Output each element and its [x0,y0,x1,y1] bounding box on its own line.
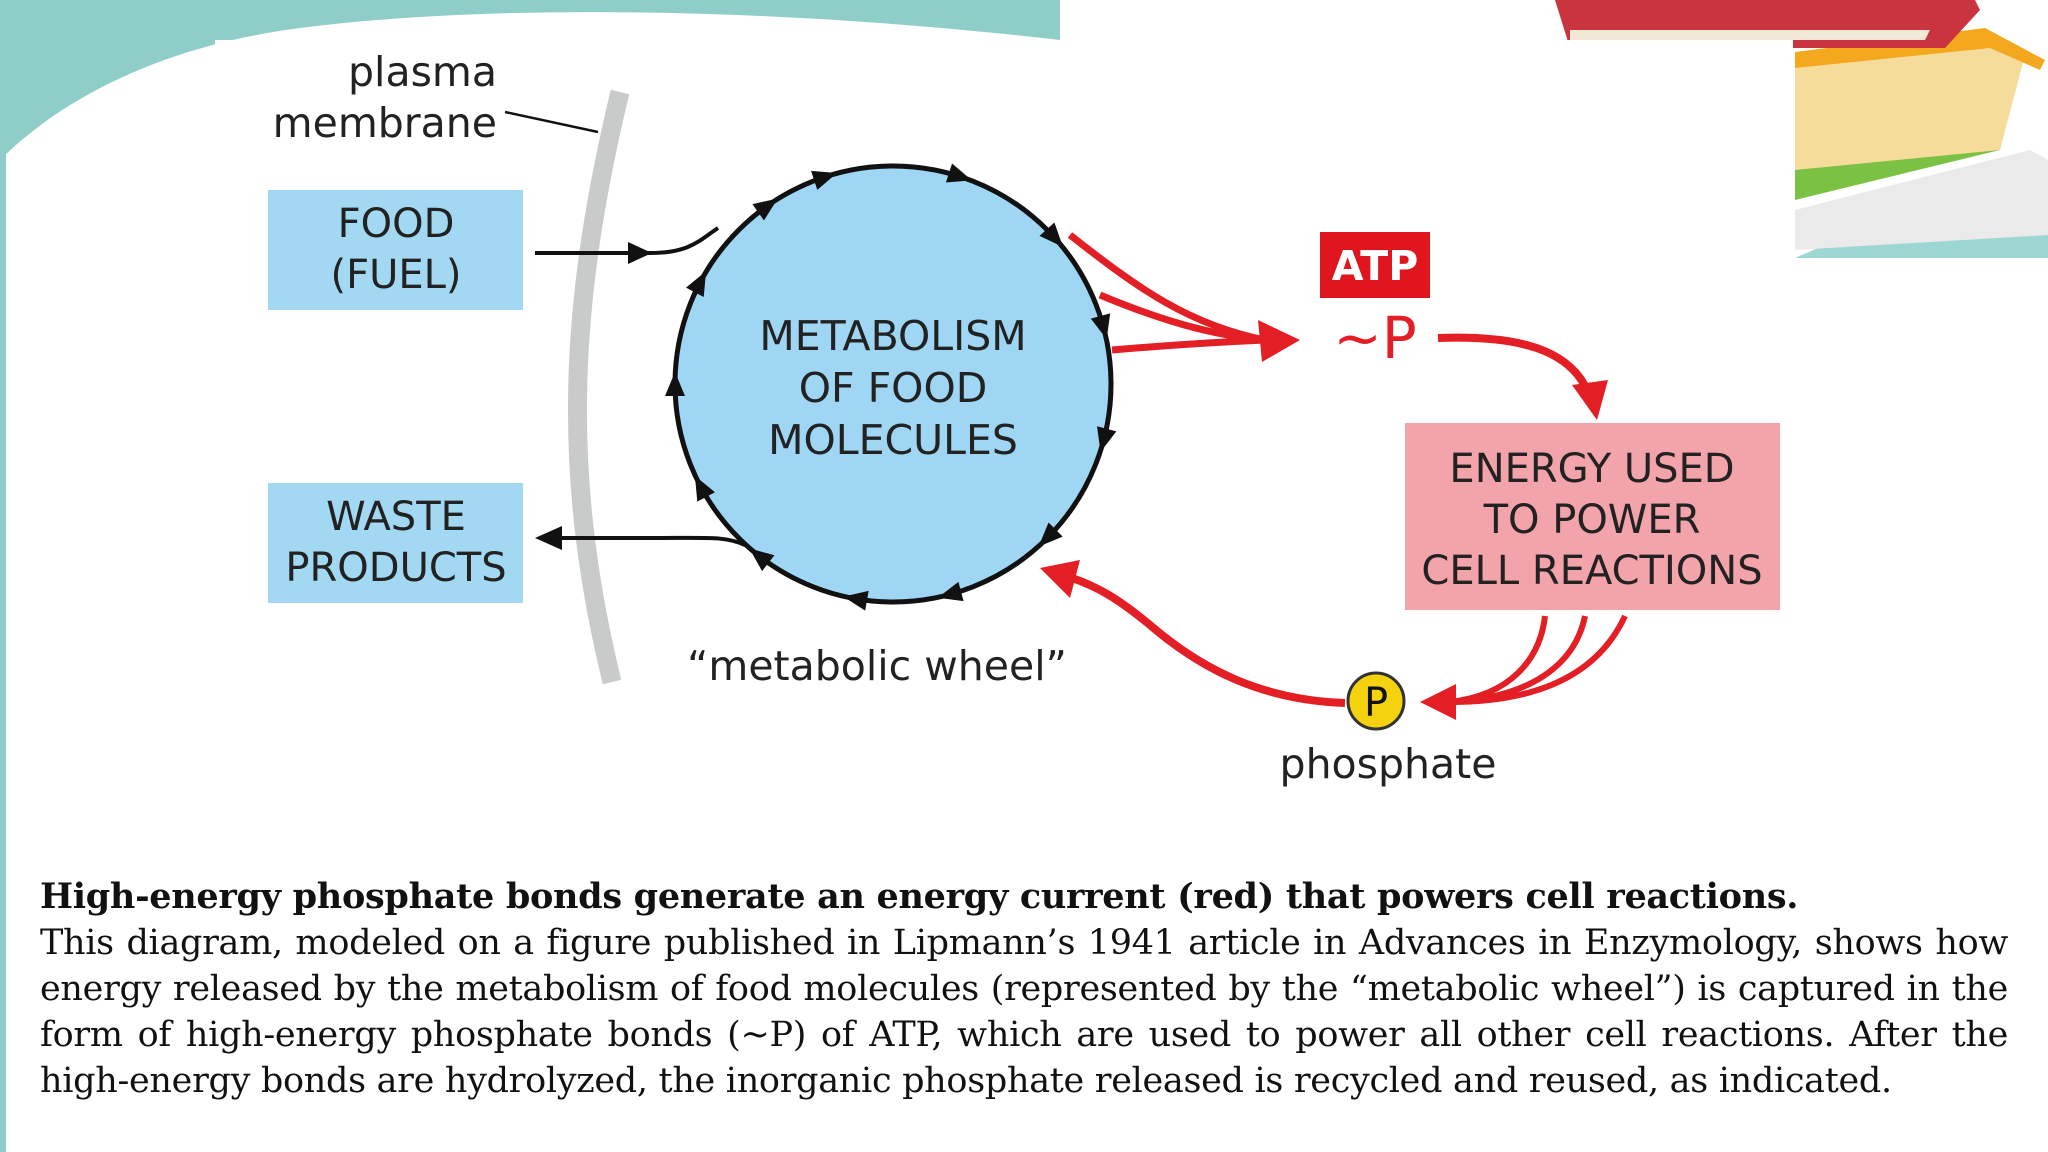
wheel-arrowhead-6 [937,581,964,602]
figure-caption: High-energy phosphate bonds generate an … [40,874,2008,1104]
energy-used-line1: ENERGY USED [1449,446,1734,492]
caption-title: High-energy phosphate bonds generate an … [40,876,1799,917]
wheel-center-line1: METABOLISM [759,312,1026,360]
wheel-arrowhead-9 [694,475,715,502]
atp-badge [1320,232,1430,298]
waste-box [268,483,523,603]
food-input-curve [649,226,720,255]
phosphate-label: phosphate [1280,740,1497,788]
energy-capture-arrows [1067,232,1300,362]
wheel-arrowhead-0 [811,170,838,190]
energy-used-line3: CELL REACTIONS [1421,548,1762,594]
wheel-arrowhead-11 [686,271,707,297]
wheel-arrowhead-2 [1039,222,1064,248]
wheel-center-line3: MOLECULES [768,416,1018,464]
wheel-arrowheads [665,163,1117,611]
wheel-arrowhead-7 [843,590,869,611]
wheel-center-line2: OF FOOD [799,364,988,412]
phosphate-recycle-arrowhead [1040,560,1080,598]
food-box-line2: (FUEL) [330,252,461,298]
wheel-arrowhead-3 [1090,313,1111,340]
plasma-membrane [567,89,630,685]
waste-box-line2: PRODUCTS [285,545,506,591]
books-illustration [1555,0,2048,258]
plasma-membrane-label-line1: plasma [348,48,497,96]
phosphate-recycle-arrow [1070,574,1346,707]
caption-body: This diagram, modeled on a figure publis… [40,923,2008,1101]
phosphate-symbol: P [1364,680,1388,726]
wheel-arrowhead-1 [945,163,972,183]
plasma-membrane-leader [504,110,599,134]
teal-wave-edge [0,150,6,1152]
metabolic-wheel-label: “metabolic wheel” [687,642,1067,690]
food-box [268,190,523,310]
wheel-arrowhead-8 [749,548,775,572]
energy-used-box [1405,423,1780,610]
atp-badge-label: ATP [1332,242,1419,290]
waste-output-arrow [550,535,746,547]
waste-output-arrowhead [535,526,562,550]
atp-to-energy-arrowhead [1572,380,1608,420]
wheel-arrowhead-4 [1097,426,1117,452]
atp-to-energy-arrow [1437,333,1592,394]
waste-box-line1: WASTE [326,494,466,540]
teal-wave [0,0,1060,160]
wheel-arrowhead-12 [752,198,778,221]
phosphate-circle [1346,671,1406,731]
high-energy-bond-label: ~P [1333,304,1417,372]
wheel-arrowhead-10 [665,372,685,396]
food-input-arrowhead [628,242,652,264]
wheel-arrowhead-5 [1038,522,1063,547]
energy-used-line2: TO POWER [1483,497,1701,543]
food-box-line1: FOOD [338,201,455,247]
hydrolysis-arrows [1420,614,1628,720]
plasma-membrane-label-line2: membrane [273,99,497,147]
